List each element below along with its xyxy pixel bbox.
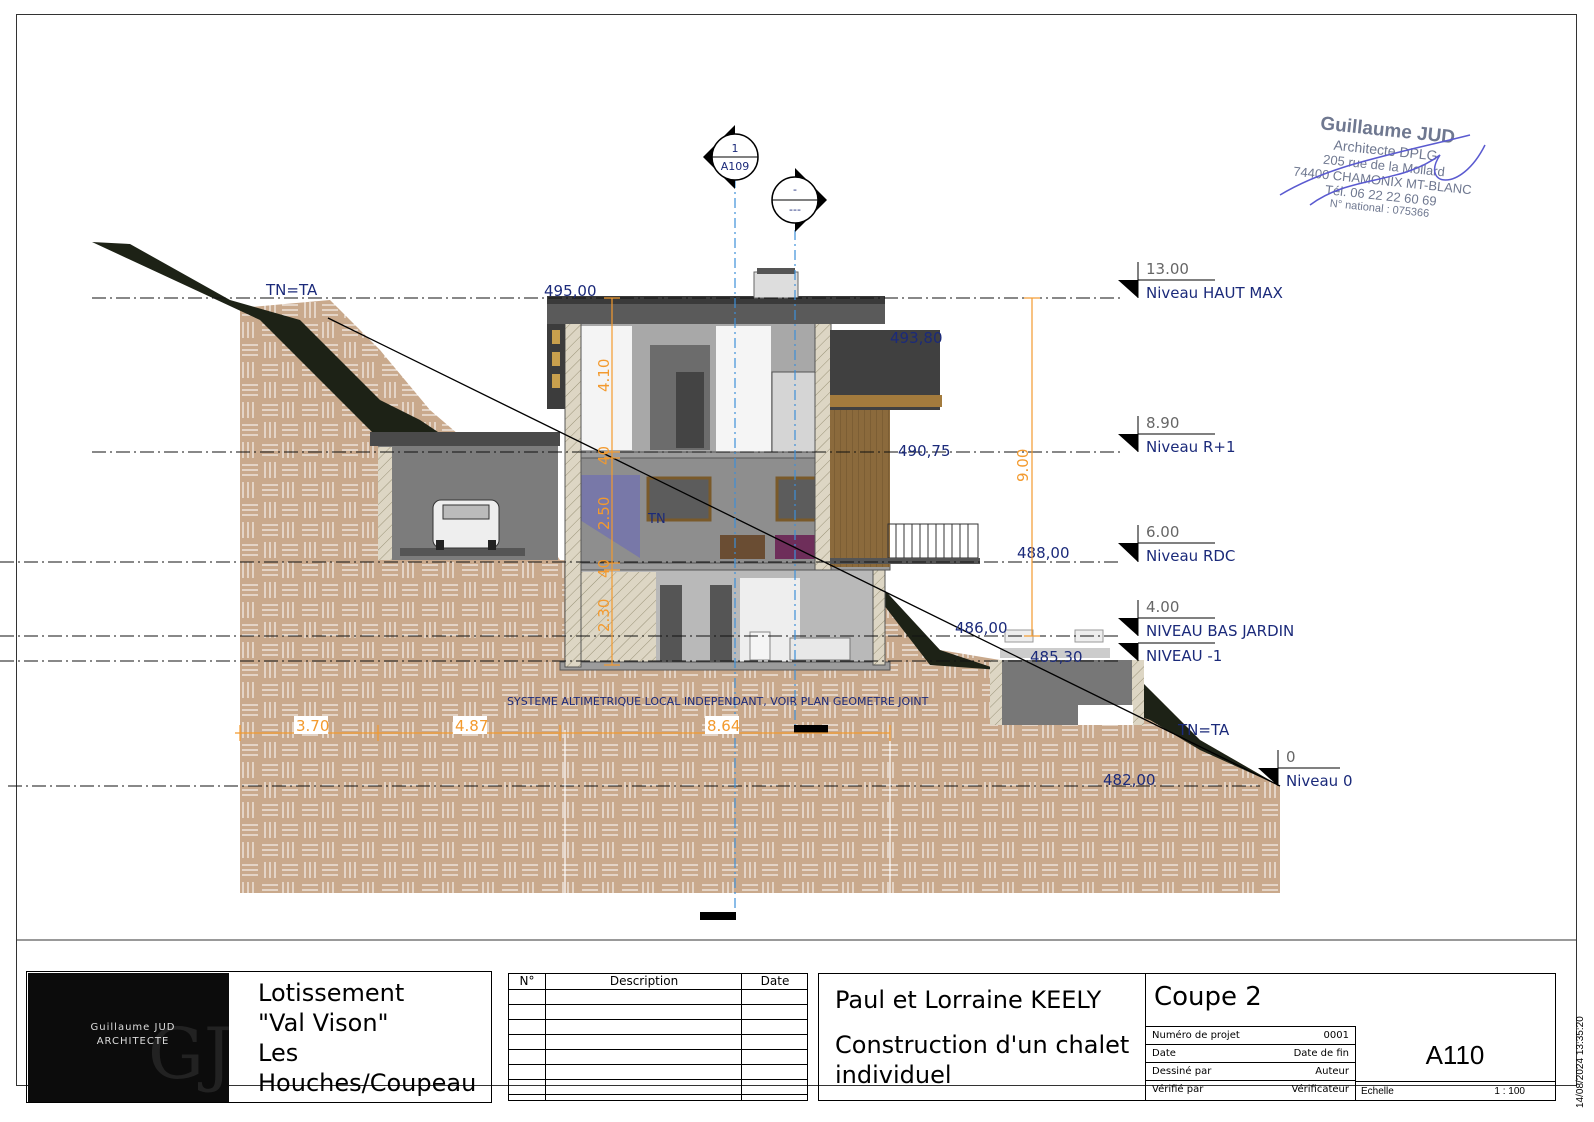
rev-col-no: N°	[519, 974, 535, 988]
section-marker-1: 1 A109	[703, 125, 759, 189]
altitude-485: 485,30	[1030, 648, 1083, 666]
sheet-info: Coupe 2 Numéro de projet 0001 Date Date …	[1145, 973, 1556, 1101]
level-name-0: Niveau 0	[1286, 772, 1353, 790]
revision-table: N° Description Date	[508, 973, 808, 1101]
field-label: Numéro de projet	[1152, 1030, 1240, 1041]
level-marker-r1: 8.90 Niveau R+1	[1118, 414, 1236, 456]
altitude-495: 495,00	[544, 282, 597, 300]
level-name-haut-max: Niveau HAUT MAX	[1146, 284, 1283, 302]
rev-col-date: Date	[760, 974, 790, 988]
level-name-rdc: Niveau RDC	[1146, 547, 1235, 565]
field-project-number: Numéro de projet 0001	[1146, 1026, 1355, 1045]
dim-v-9-00: 9.00	[1014, 449, 1032, 482]
altimetry-note: SYSTEME ALTIMETRIQUE LOCAL INDEPENDANT, …	[507, 695, 929, 708]
print-date: 14/08/2024 13:35:20	[1575, 1016, 1586, 1108]
section-marker-2: - ---	[771, 168, 827, 232]
field-label: Date	[1152, 1048, 1176, 1059]
altitude-490: 490,75	[898, 442, 951, 460]
terrain-label-right: TN=TA	[1177, 721, 1230, 739]
dim-h-8-64: 8.64	[707, 717, 740, 735]
project-line-2: "Val Vison"	[258, 1009, 389, 1037]
sheet-number: A110	[1425, 1040, 1485, 1070]
altitude-493: 493,80	[890, 329, 943, 347]
level-value-0: 0	[1286, 748, 1296, 766]
architect-logo: GJ Guillaume JUD ARCHITECTE	[28, 973, 229, 1103]
project-line-1: Lotissement	[258, 979, 405, 1007]
client-box: Paul et Lorraine KEELY Construction d'un…	[818, 973, 1145, 1101]
dim-v-40-bottom: 40	[595, 559, 613, 578]
dim-v-2-50: 2.50	[595, 497, 613, 530]
project-name: Lotissement "Val Vison" Les Houches/Coup…	[258, 978, 476, 1098]
level-name-r1: Niveau R+1	[1146, 438, 1236, 456]
terrain-label-left: TN=TA	[265, 281, 318, 299]
signature-icon	[1279, 134, 1486, 206]
project-line-4: Houches/Coupeau	[258, 1069, 477, 1097]
dim-v-40-top: 40	[595, 446, 613, 465]
level-marker-haut-max: 13.00 Niveau HAUT MAX	[1118, 260, 1283, 302]
sheet-frame	[16, 14, 1577, 1086]
section-marker-1-bottom: A109	[721, 160, 750, 173]
scale-value: 1 : 100	[1494, 1086, 1525, 1097]
stair-label: TN	[647, 512, 666, 527]
level-marker-rdc: 6.00 Niveau RDC	[1118, 523, 1235, 565]
field-value: Vérificateur	[1291, 1084, 1349, 1095]
level-name-moins-1: NIVEAU -1	[1146, 647, 1222, 665]
project-box	[26, 971, 492, 1103]
level-value-rdc: 6.00	[1146, 523, 1179, 541]
field-value: 0001	[1323, 1030, 1349, 1041]
level-value-haut-max: 13.00	[1146, 260, 1189, 278]
level-value-bas-jardin: 4.00	[1146, 598, 1179, 616]
section-marker-1-top: 1	[732, 142, 739, 155]
field-drawn-by: Dessiné par Auteur	[1146, 1062, 1355, 1081]
dim-v-2-30: 2.30	[595, 599, 613, 632]
field-label: Dessiné par	[1152, 1066, 1212, 1077]
level-value-r1: 8.90	[1146, 414, 1179, 432]
level-marker-moins-1: NIVEAU -1	[1118, 642, 1222, 665]
level-name-bas-jardin: NIVEAU BAS JARDIN	[1146, 622, 1294, 640]
dim-h-4-87: 4.87	[455, 717, 488, 735]
client-name: Paul et Lorraine KEELY	[835, 986, 1102, 1014]
dim-h-3-70: 3.70	[296, 717, 329, 735]
sheet-title: Coupe 2	[1154, 982, 1262, 1012]
altitude-482: 482,00	[1103, 771, 1156, 789]
logo-line-1: Guillaume JUD	[90, 1022, 176, 1033]
field-date: Date Date de fin	[1146, 1044, 1355, 1063]
scale-row: Echelle 1 : 100	[1355, 1081, 1555, 1101]
rev-col-description: Description	[609, 974, 679, 988]
scale-label: Echelle	[1361, 1086, 1394, 1097]
logo-line-2: ARCHITECTE	[96, 1036, 170, 1047]
field-label: Vérifié par	[1152, 1084, 1204, 1095]
level-marker-bas-jardin: 4.00 NIVEAU BAS JARDIN	[1118, 598, 1294, 640]
section-marker-2-top: -	[793, 183, 797, 196]
field-value: Auteur	[1315, 1066, 1349, 1077]
section-marker-2-bottom: ---	[789, 203, 801, 216]
logo-mark: GJ	[148, 1013, 229, 1095]
altitude-488: 488,00	[1017, 544, 1070, 562]
car-icon	[432, 499, 500, 550]
client-desc-line-1: Construction d'un chalet	[835, 1031, 1130, 1059]
chimney	[753, 271, 799, 299]
altitude-486: 486,00	[955, 619, 1008, 637]
client-desc-line-2: individuel	[835, 1061, 952, 1089]
project-line-3: Les	[258, 1039, 299, 1067]
field-checked-by: Vérifié par Vérificateur	[1146, 1080, 1355, 1099]
level-marker-0: 0 Niveau 0	[1258, 748, 1353, 790]
field-value: Date de fin	[1293, 1048, 1349, 1059]
dim-v-4-10: 4.10	[595, 359, 613, 392]
